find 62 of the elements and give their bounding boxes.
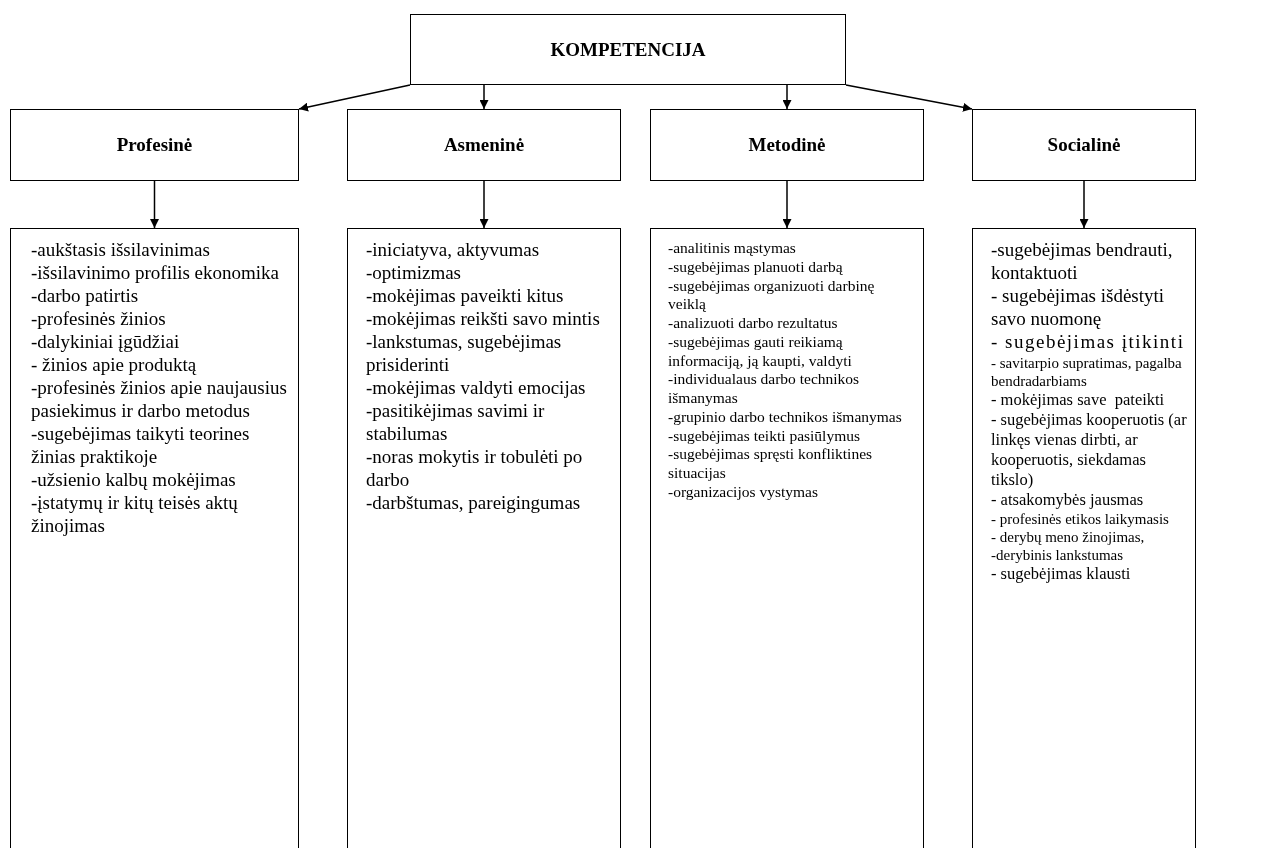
arrow (782, 180, 792, 229)
list-item-text: -profesinės žinios apie naujausius pasiekimus ir darbo metodus (31, 376, 288, 423)
list-item-text: -sugebėjimas taikyti teorines žinias praktikoje (31, 422, 251, 469)
list-item-text: -sugebėjimas planuoti darbą (668, 257, 844, 277)
list-item-text: -iniciatyva, aktyvumas (366, 239, 541, 262)
arrow (479, 180, 489, 229)
list-item-text: - savitarpio supratimas, pagalba bendradarbiams (991, 353, 1183, 391)
heading-text: Metodinė (748, 134, 826, 156)
list-item-text: - sugebėjimas klausti (991, 564, 1132, 585)
category-box (347, 109, 621, 181)
category-box (972, 109, 1196, 181)
arrow (782, 84, 792, 110)
list-item-text: -sugebėjimas gauti reikiamą informaciją, ją kaupti, valdyti (668, 332, 853, 371)
list-item-text: - žinios apie produktą (31, 353, 198, 377)
list-item-text: - sugebėjimas įtikinti (991, 330, 1186, 354)
list-item-text: -darbo patirtis (31, 284, 140, 308)
arrow (845, 84, 973, 112)
heading-text: KOMPETENCIJA (550, 38, 706, 61)
list-item-text: -profesinės žinios (31, 307, 167, 331)
list-item-text: -išsilavinimo profilis ekonomika (31, 262, 281, 285)
list-item-text: -sugebėjimas organizuoti darbinę veiklą (668, 276, 876, 314)
arrow (479, 84, 489, 110)
list-item-text: -sugebėjimas spręsti konfliktines situacijas (668, 445, 874, 483)
list-item-text: -organizacijos vystymas (668, 482, 819, 502)
list-item-text: -derybinis lankstumas (991, 546, 1125, 565)
list-item-text: - profesinės etikos laikymasis (991, 509, 1170, 529)
list-item-text: -analizuoti darbo rezultatus (668, 314, 839, 333)
arrow (1079, 180, 1089, 229)
arrow (150, 180, 159, 229)
heading-text: Asmeninė (443, 134, 525, 156)
category-box (650, 109, 924, 181)
list-item-text: -dalykiniai įgūdžiai (31, 330, 181, 354)
list-item-text: -sugebėjimas bendrauti, kontaktuoti (991, 239, 1174, 285)
list-item-text: - sugebėjimas išdėstyti savo nuomonę (991, 284, 1166, 331)
list-item-text: - sugebėjimas kooperuotis (ar linkęs vienas dirbti, ar kooperuotis, siekdamas tikslo) (991, 410, 1188, 490)
list-item-text: -noras mokytis ir tobulėti po darbo (366, 445, 584, 492)
list-item-text: -mokėjimas reikšti savo mintis (366, 307, 601, 331)
list-item-text: -mokėjimas valdyti emocijas (366, 376, 587, 400)
content-box (972, 228, 1196, 848)
list-item-text: - atsakomybės jausmas (991, 489, 1145, 510)
list-item-text: -įstatymų ir kitų teisės aktų žinojimas (31, 491, 239, 538)
list-item-text: -mokėjimas paveikti kitus (366, 284, 565, 308)
list-item-text: - derybų meno žinojimas, (991, 528, 1146, 547)
list-item-text: -analitinis mąstymas (668, 239, 797, 258)
content-box (650, 228, 924, 848)
list-item-text: -aukštasis išsilavinimas (31, 239, 211, 262)
root-box (410, 14, 846, 85)
list-item-text: -pasitikėjimas savimi ir stabilumas (366, 399, 546, 446)
list-item-text: -sugebėjimas teikti pasiūlymus (668, 426, 861, 446)
list-item-text: -užsienio kalbų mokėjimas (31, 468, 237, 492)
content-box (347, 228, 621, 848)
category-box (10, 109, 299, 181)
content-box (10, 228, 299, 848)
heading-text: Profesinė (116, 134, 193, 156)
heading-text: Socialinė (1047, 134, 1121, 156)
list-item-text: -darbštumas, pareigingumas (366, 491, 582, 515)
list-item-text: -grupinio darbo technikos išmanymas (668, 407, 903, 427)
list-item-text: - mokėjimas save pateikti (991, 390, 1166, 411)
list-item-text: -individualaus darbo technikos išmanymas (668, 370, 861, 408)
list-item-text: -lankstumas, sugebėjimas prisiderinti (366, 330, 563, 377)
list-item-text: -optimizmas (366, 262, 462, 285)
arrow (298, 84, 411, 112)
